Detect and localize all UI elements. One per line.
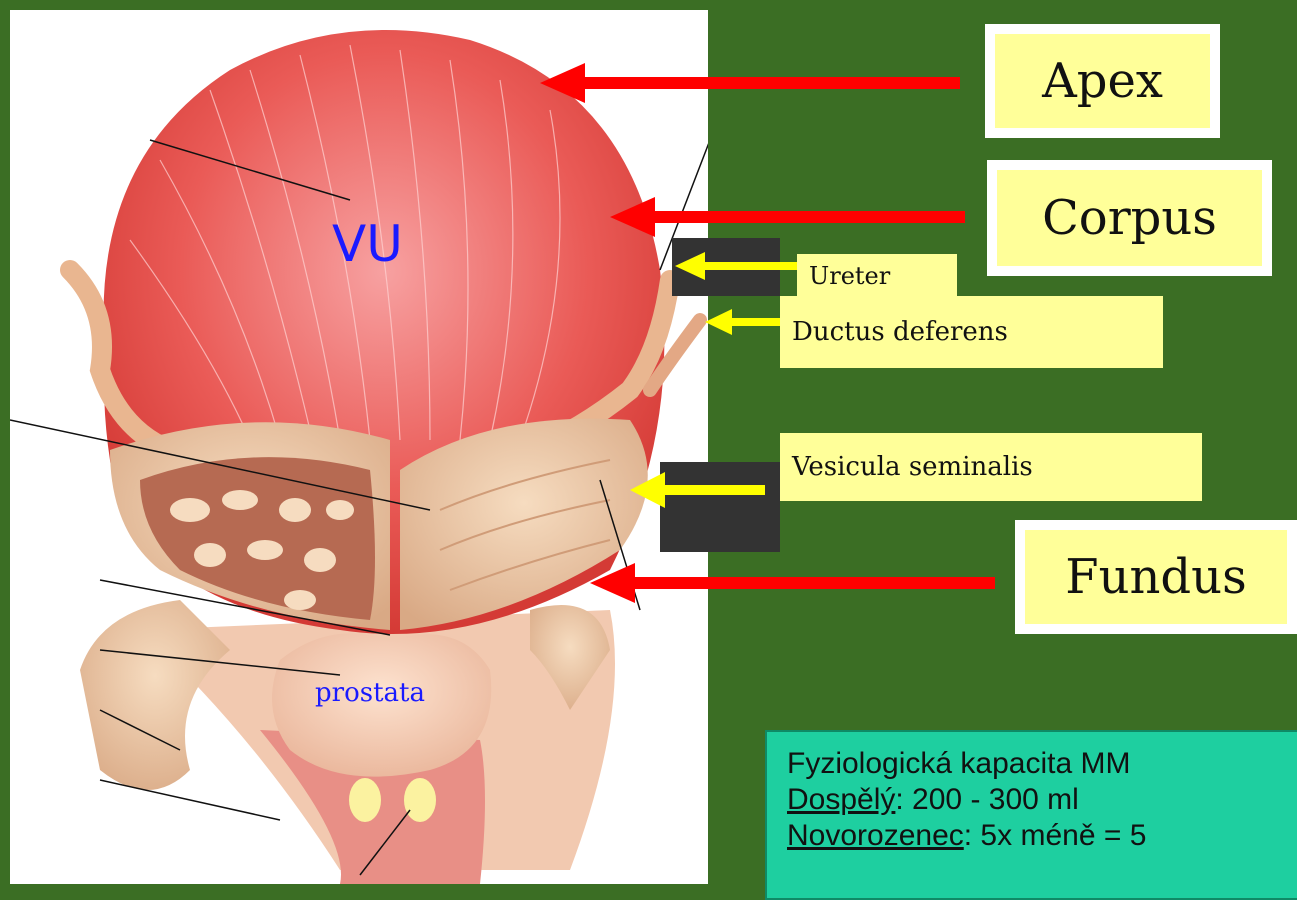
corpus-callout: Corpus (987, 160, 1272, 276)
ureter-label: Ureter (797, 254, 957, 298)
vesicula-arrow (630, 472, 765, 508)
newborn-value: : 5x méně = 5 (964, 819, 1147, 852)
ductus-label: Ductus deferens (780, 296, 1163, 368)
adult-capacity-row: Dospělý: 200 - 300 ml (787, 782, 1283, 818)
apex-label: Apex (995, 34, 1210, 128)
corpus-label: Corpus (997, 170, 1262, 266)
fundus-arrow (590, 563, 995, 603)
capacity-title: Fyziologická kapacita MM (787, 746, 1283, 782)
fundus-callout: Fundus (1015, 520, 1297, 634)
newborn-capacity-row: Novorozenec: 5x méně = 5 (787, 818, 1283, 854)
ductus-arrow (705, 309, 780, 335)
fundus-label: Fundus (1025, 530, 1287, 624)
adult-value: : 200 - 300 ml (895, 783, 1078, 816)
apex-callout: Apex (985, 24, 1220, 138)
corpus-arrow (610, 197, 965, 237)
apex-arrow (540, 63, 960, 103)
ureter-arrow (675, 252, 800, 280)
capacity-info-box: Fyziologická kapacita MM Dospělý: 200 - … (765, 730, 1297, 900)
adult-label: Dospělý (787, 783, 895, 816)
vesicula-label: Vesicula seminalis (780, 433, 1202, 501)
newborn-label: Novorozenec (787, 819, 964, 852)
